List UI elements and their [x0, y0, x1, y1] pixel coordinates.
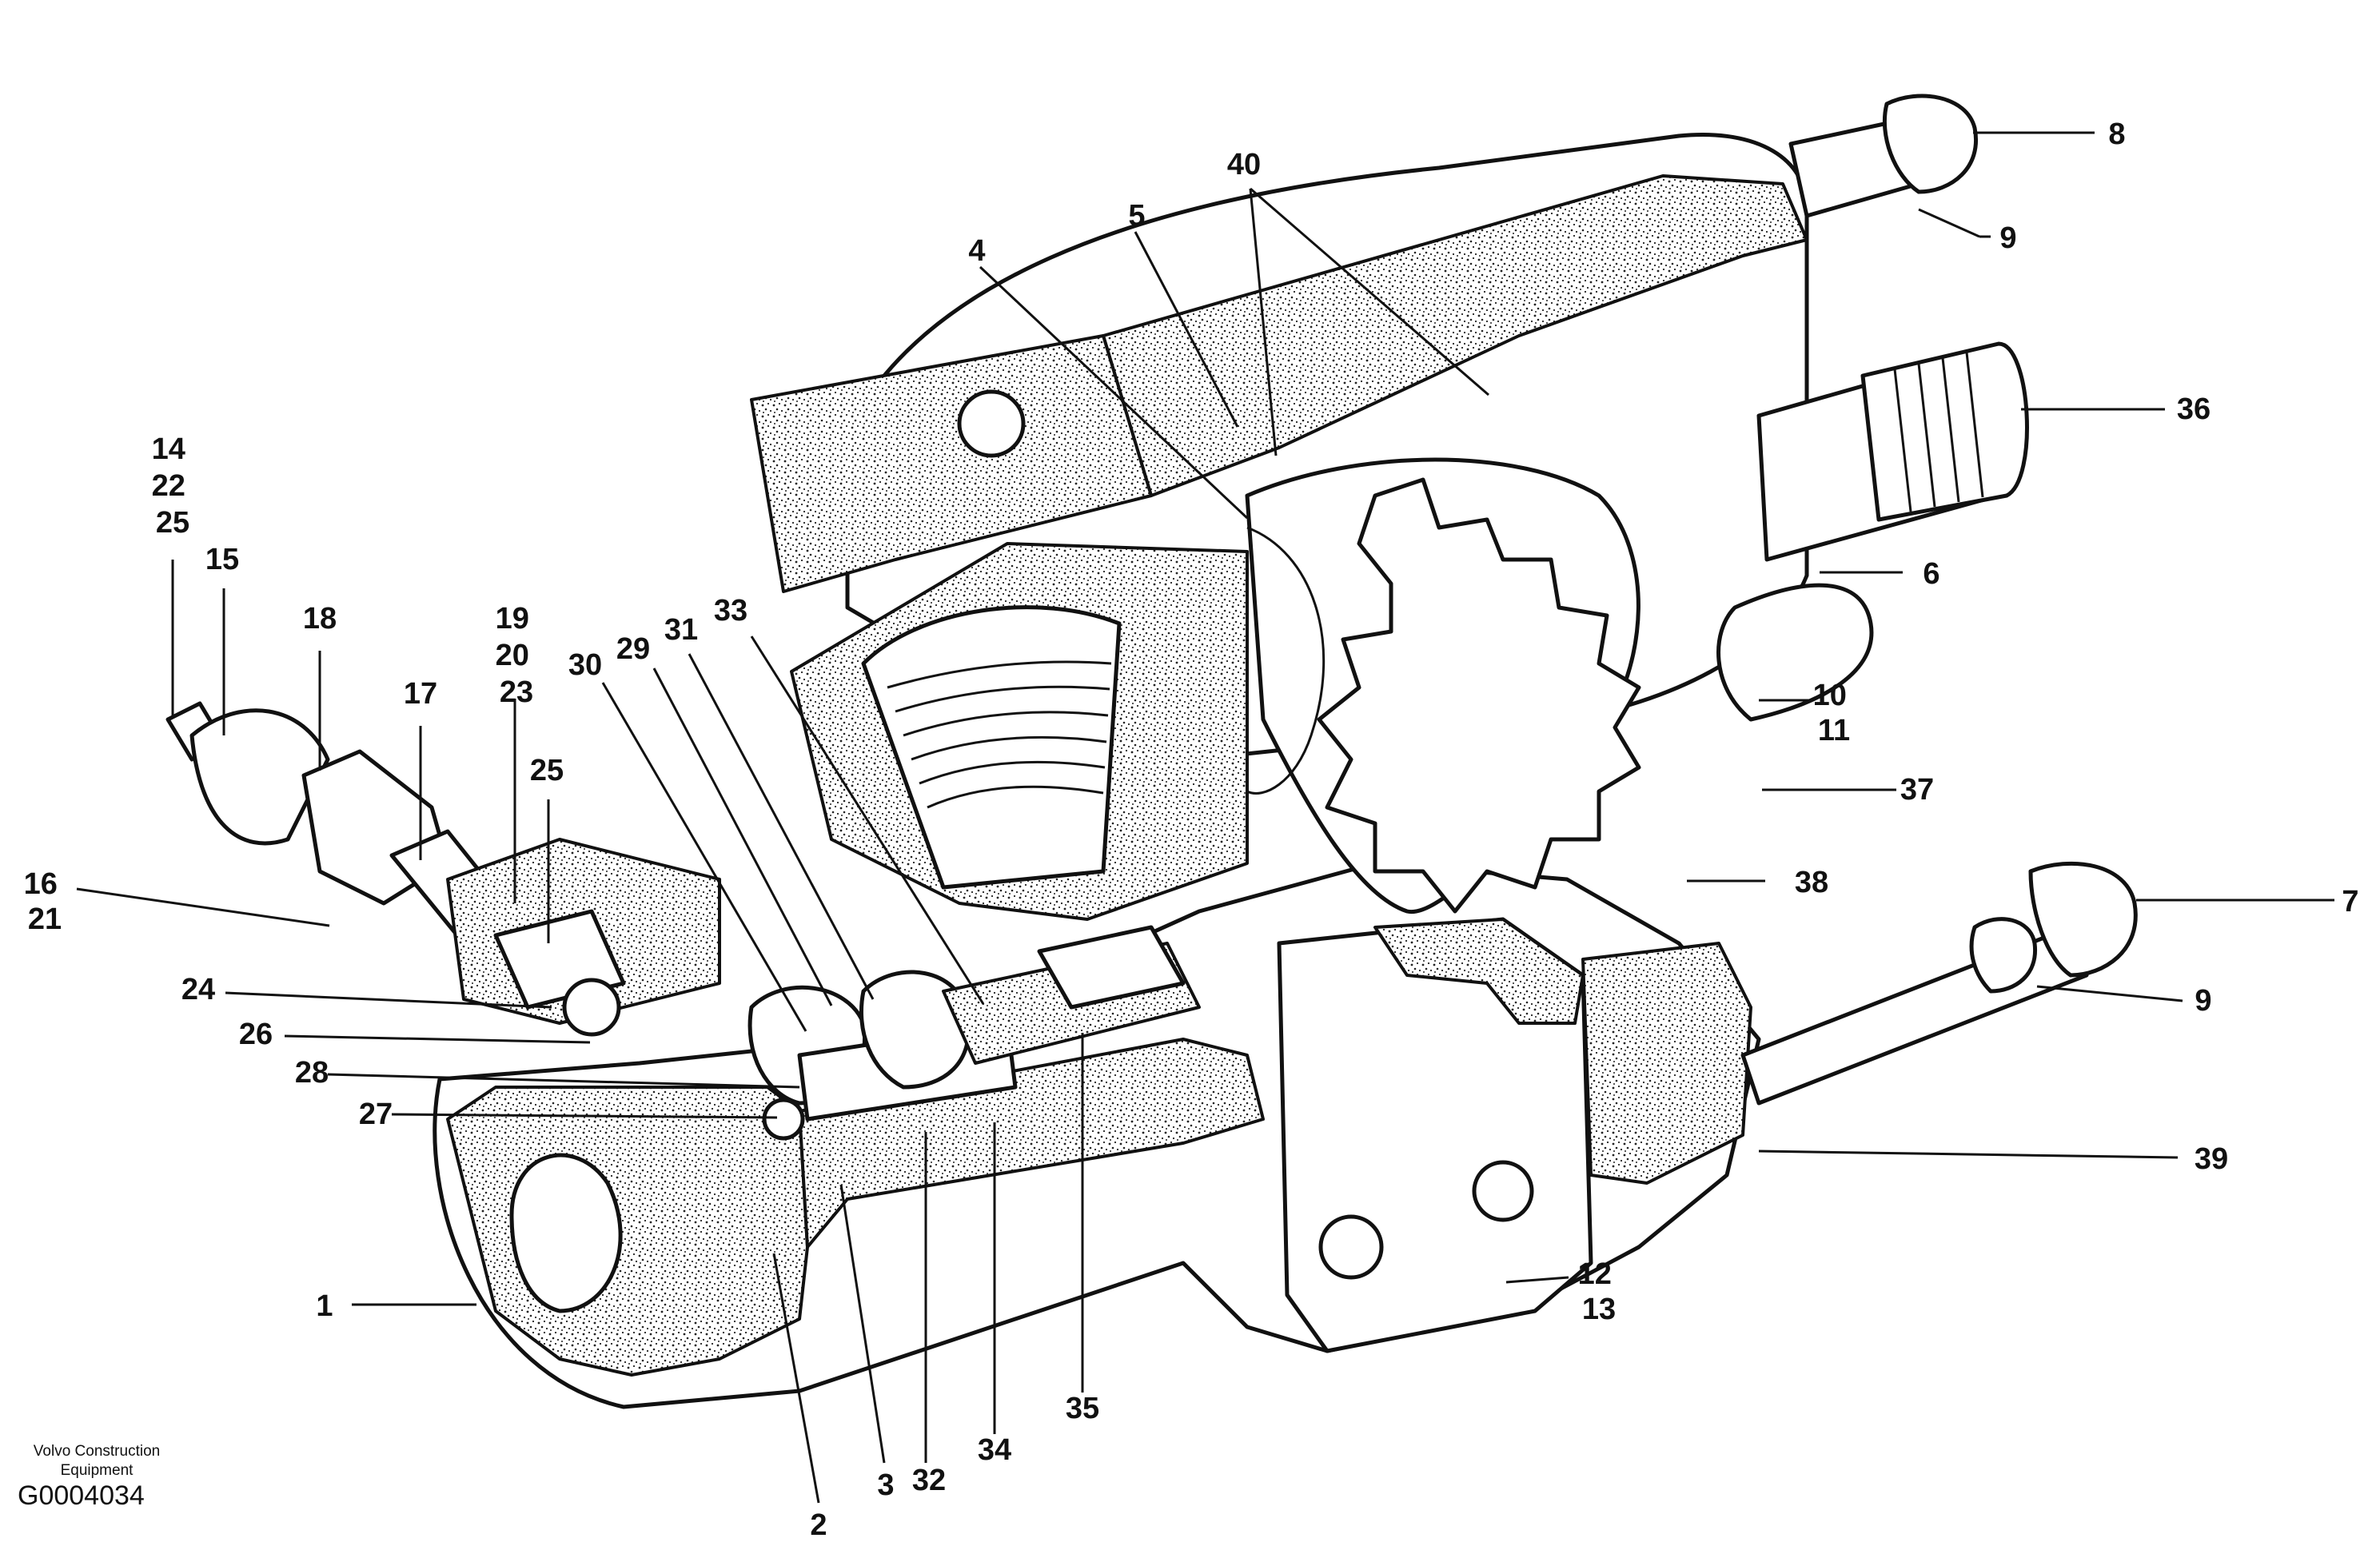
bore-front — [509, 1153, 623, 1313]
port-hole-top — [957, 389, 1026, 458]
callout-28: 28 — [295, 1056, 329, 1090]
callout-31: 31 — [664, 613, 698, 647]
bearing — [1716, 583, 1874, 722]
callout-35: 35 — [1066, 1392, 1099, 1425]
callout-37: 37 — [1900, 773, 1934, 807]
callout-1: 1 — [316, 1289, 333, 1323]
relief-valve — [165, 701, 721, 1037]
callout-33: 33 — [714, 594, 747, 628]
leader-39 — [1758, 1150, 2179, 1159]
callout-39: 39 — [2195, 1142, 2228, 1176]
end-cap — [1581, 942, 1752, 1185]
callout-10-11: 10 11 — [1813, 679, 1856, 747]
callout-numbers: 1 2 3 4 5 6 7 8 9 9 10 11 12 13 14 22 25… — [24, 118, 2359, 1542]
callout-19-20-23: 19 20 23 — [496, 602, 538, 709]
rear-housing-cut — [1102, 174, 1808, 497]
publisher-credit: Volvo Construction Equipment — [13, 1442, 181, 1480]
callout-40: 40 — [1227, 148, 1261, 181]
callout-26: 26 — [239, 1018, 273, 1051]
gear-housing-cut — [1373, 918, 1585, 1025]
callout-9-upper: 9 — [1999, 221, 2016, 255]
callout-24: 24 — [181, 973, 215, 1006]
port-hole-lower — [1318, 1214, 1384, 1280]
callout-9-lower: 9 — [2195, 984, 2211, 1018]
figure-id: G0004034 — [18, 1480, 145, 1511]
callout-18: 18 — [303, 602, 337, 636]
callout-15: 15 — [205, 543, 239, 576]
callout-16-21: 16 21 — [24, 867, 66, 936]
tie-bolt-lower — [1740, 861, 2138, 1106]
callout-12-13: 12 13 — [1578, 1257, 1621, 1326]
callout-30: 30 — [568, 648, 602, 682]
tie-bolt-upper — [1788, 94, 1978, 218]
callout-4: 4 — [968, 234, 985, 268]
credit-line-2: Equipment — [60, 1462, 134, 1479]
leader-lines — [76, 131, 2334, 1504]
port-hole-right — [1472, 1160, 1534, 1222]
spline-lines — [1893, 352, 1984, 512]
gear — [1317, 477, 1641, 914]
callout-36: 36 — [2177, 392, 2211, 426]
callout-7: 7 — [2342, 885, 2358, 918]
credit-line-1: Volvo Construction — [33, 1443, 161, 1460]
callout-29: 29 — [616, 632, 650, 666]
front-cut-face — [446, 1086, 809, 1377]
callout-32: 32 — [912, 1464, 946, 1497]
callout-5: 5 — [1128, 199, 1145, 233]
valve-internals — [747, 925, 1201, 1141]
callout-14-22-25: 14 22 25 — [152, 432, 194, 540]
callout-38: 38 — [1795, 866, 1828, 899]
callout-2: 2 — [810, 1508, 827, 1542]
rear-housing-cut-top — [750, 334, 1153, 593]
callout-17: 17 — [404, 677, 437, 711]
callout-6: 6 — [1923, 557, 1939, 591]
callout-27: 27 — [359, 1098, 393, 1131]
callout-3: 3 — [877, 1468, 894, 1502]
pump-illustration — [165, 94, 2138, 1409]
callout-8: 8 — [2108, 118, 2125, 151]
callout-25: 25 — [530, 754, 564, 787]
seal-ring — [1246, 526, 1326, 795]
callout-34: 34 — [978, 1433, 1011, 1467]
spline-end — [1860, 341, 2029, 522]
thread-lines — [887, 660, 1112, 809]
